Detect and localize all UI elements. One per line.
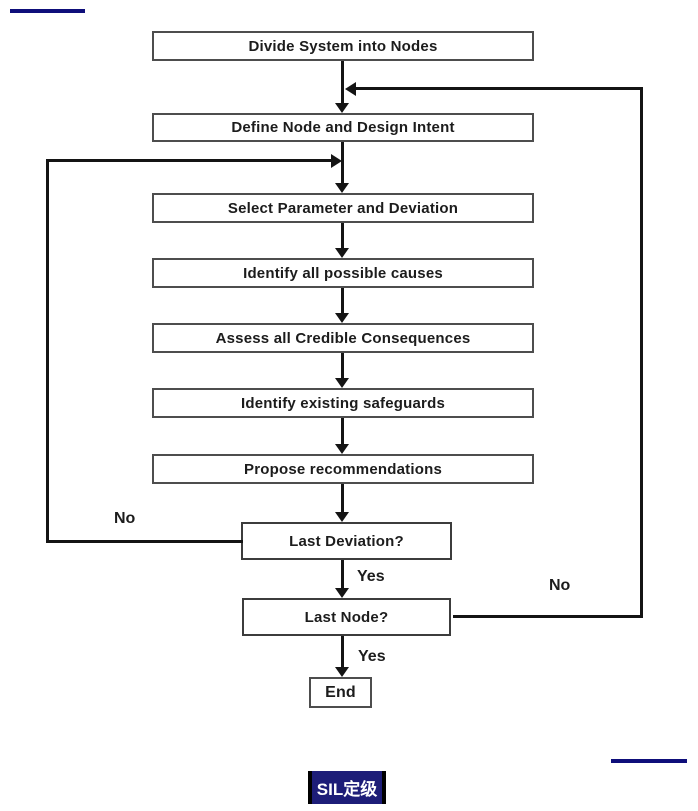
node-last-deviation: Last Deviation? <box>241 522 452 560</box>
edge-divide-to-define-arrowhead <box>335 103 349 113</box>
sil-rating-badge: SIL定级 <box>308 771 386 804</box>
edge-causes-to-consequences-line <box>341 288 344 313</box>
edge-define-to-select-line <box>341 142 344 183</box>
edge-define-to-select-arrowhead <box>335 183 349 193</box>
edge-lastnode-no-arrowhead <box>345 82 356 96</box>
edge-lastdeviation-no-bottom-line <box>46 540 243 543</box>
edge-recommendations-to-lastdeviation-line <box>341 484 344 512</box>
label-lastnode-yes: Yes <box>358 648 386 665</box>
edge-lastdeviation-no-top-line <box>46 159 331 162</box>
node-last-node: Last Node? <box>242 598 451 636</box>
node-select-parameter: Select Parameter and Deviation <box>152 193 534 223</box>
node-divide-system: Divide System into Nodes <box>152 31 534 61</box>
edge-lastdeviation-to-lastnode-line <box>341 560 344 588</box>
node-end: End <box>309 677 372 708</box>
node-define-node: Define Node and Design Intent <box>152 113 534 142</box>
edge-divide-to-define-line <box>341 61 344 103</box>
edge-lastdeviation-to-lastnode-arrowhead <box>335 588 349 598</box>
node-identify-causes: Identify all possible causes <box>152 258 534 288</box>
edge-consequences-to-safeguards-arrowhead <box>335 378 349 388</box>
edge-lastdeviation-no-arrowhead <box>331 154 342 168</box>
edge-select-to-causes-arrowhead <box>335 248 349 258</box>
edge-select-to-causes-line <box>341 223 344 248</box>
node-assess-consequences: Assess all Credible Consequences <box>152 323 534 353</box>
edge-lastnode-to-end-arrowhead <box>335 667 349 677</box>
label-lastnode-no: No <box>549 577 571 594</box>
top-left-accent-line <box>10 9 85 13</box>
edge-safeguards-to-recommendations-line <box>341 418 344 444</box>
edge-recommendations-to-lastdeviation-arrowhead <box>335 512 349 522</box>
edge-lastnode-no-bottom-line <box>453 615 643 618</box>
edge-lastnode-no-top-line <box>356 87 640 90</box>
edge-lastnode-no-vertical-line <box>640 87 643 618</box>
edge-safeguards-to-recommendations-arrowhead <box>335 444 349 454</box>
edge-lastnode-to-end-line <box>341 636 344 667</box>
edge-lastdeviation-no-vertical-line <box>46 159 49 543</box>
label-lastdeviation-no: No <box>114 510 136 527</box>
node-identify-safeguards: Identify existing safeguards <box>152 388 534 418</box>
edge-causes-to-consequences-arrowhead <box>335 313 349 323</box>
edge-consequences-to-safeguards-line <box>341 353 344 378</box>
node-propose-recommendations: Propose recommendations <box>152 454 534 484</box>
label-lastdeviation-yes: Yes <box>357 568 385 585</box>
bottom-right-accent-line <box>611 759 687 763</box>
